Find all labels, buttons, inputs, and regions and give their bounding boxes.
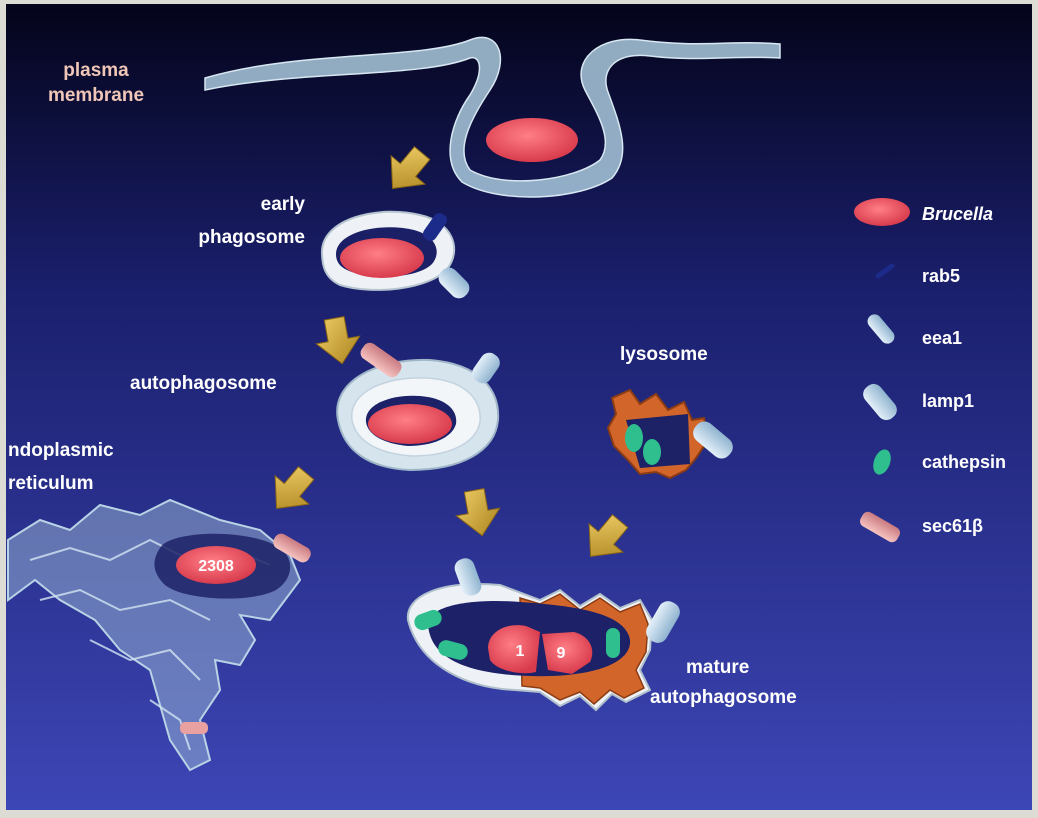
brucella-internalized	[486, 118, 578, 162]
cathepsin-marker-mature-3	[606, 628, 620, 658]
legend-label-rab5: rab5	[922, 266, 960, 286]
strain-label-2308: 2308	[198, 558, 234, 575]
label-autophagosome: autophagosome	[130, 373, 277, 394]
label-endoplasmic: ndoplasmic	[8, 440, 114, 461]
legend-label-lamp1: lamp1	[922, 391, 974, 411]
legend-label-sec61b: sec61β	[922, 516, 983, 536]
label-lysosome: lysosome	[620, 344, 708, 365]
label-phagosome: phagosome	[198, 227, 305, 248]
label-mature: mature	[686, 657, 749, 678]
legend-label-eea1: eea1	[922, 328, 962, 348]
legend-label-brucella: Brucella	[922, 204, 993, 224]
label-membrane: membrane	[48, 85, 144, 106]
sec61b-marker-er-lower	[180, 722, 208, 734]
label-reticulum: reticulum	[8, 473, 94, 494]
strain-label-9: 9	[557, 645, 566, 662]
brucella-icon	[854, 198, 910, 226]
label-plasma: plasma	[63, 60, 129, 81]
label-early: early	[261, 194, 306, 215]
cathepsin-marker-lysosome-1	[625, 424, 643, 452]
cathepsin-marker-lysosome-2	[643, 439, 661, 465]
legend-label-cathepsin: cathepsin	[922, 452, 1006, 472]
label-autophagosome-mature: autophagosome	[650, 687, 797, 708]
strain-label-1: 1	[516, 643, 525, 660]
